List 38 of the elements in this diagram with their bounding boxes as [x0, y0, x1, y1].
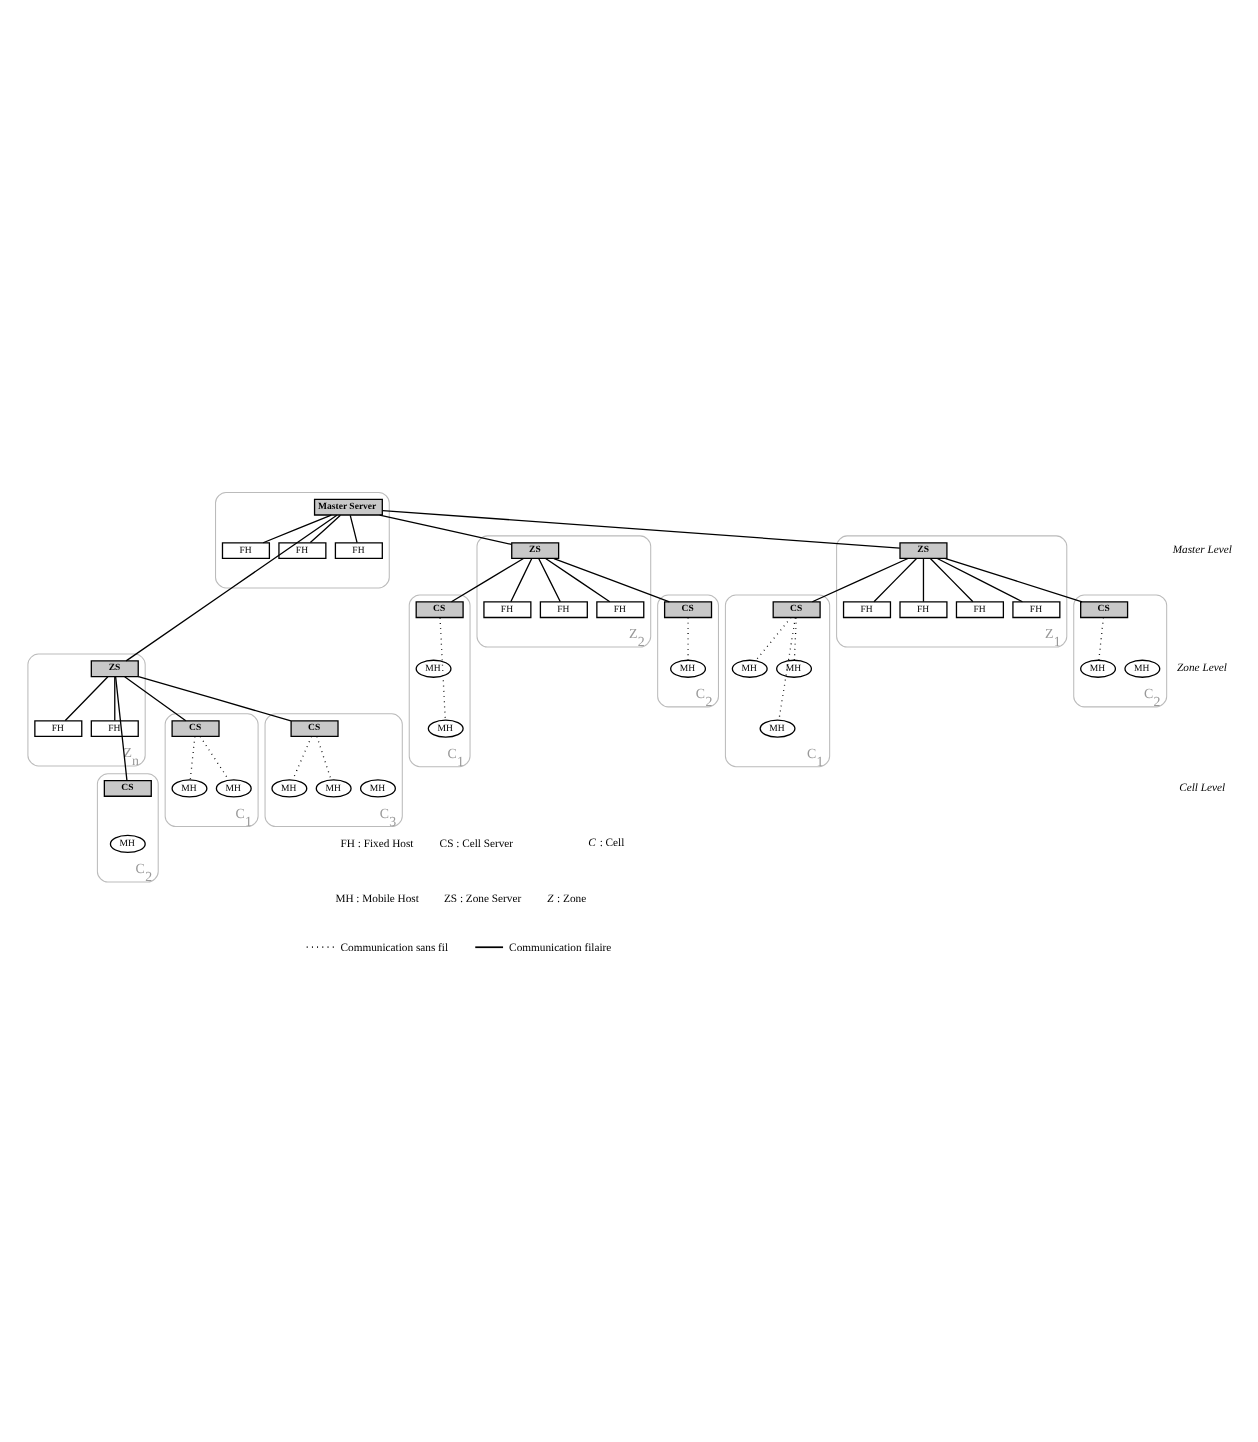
cluster — [724, 593, 831, 767]
cluster — [96, 772, 159, 882]
cluster — [657, 593, 719, 707]
connector — [382, 508, 901, 548]
connector — [114, 675, 116, 721]
cluster — [164, 712, 259, 827]
connector — [349, 513, 358, 543]
connector — [545, 556, 611, 602]
connector — [553, 556, 671, 602]
cluster — [1073, 593, 1168, 707]
connector — [929, 556, 974, 602]
connector — [439, 616, 446, 720]
cluster — [408, 593, 471, 767]
connector — [936, 556, 1024, 602]
connector — [125, 513, 338, 661]
connector — [309, 513, 342, 543]
connector — [873, 556, 918, 602]
connector — [538, 556, 561, 602]
connector — [262, 513, 332, 543]
connector — [944, 556, 1083, 602]
connector — [137, 674, 292, 721]
connector — [510, 556, 533, 602]
connector — [379, 513, 513, 545]
cluster — [836, 534, 1068, 647]
connector — [778, 616, 796, 720]
cluster — [264, 712, 403, 827]
connector — [450, 556, 525, 602]
connector — [811, 556, 909, 602]
cluster — [27, 652, 146, 766]
connector — [922, 556, 925, 602]
cluster — [215, 490, 390, 588]
connector — [755, 615, 792, 661]
connector — [64, 675, 109, 721]
connector — [124, 675, 187, 721]
connector — [316, 734, 332, 780]
connector — [114, 674, 128, 781]
cluster — [476, 534, 652, 647]
connector — [199, 734, 230, 780]
